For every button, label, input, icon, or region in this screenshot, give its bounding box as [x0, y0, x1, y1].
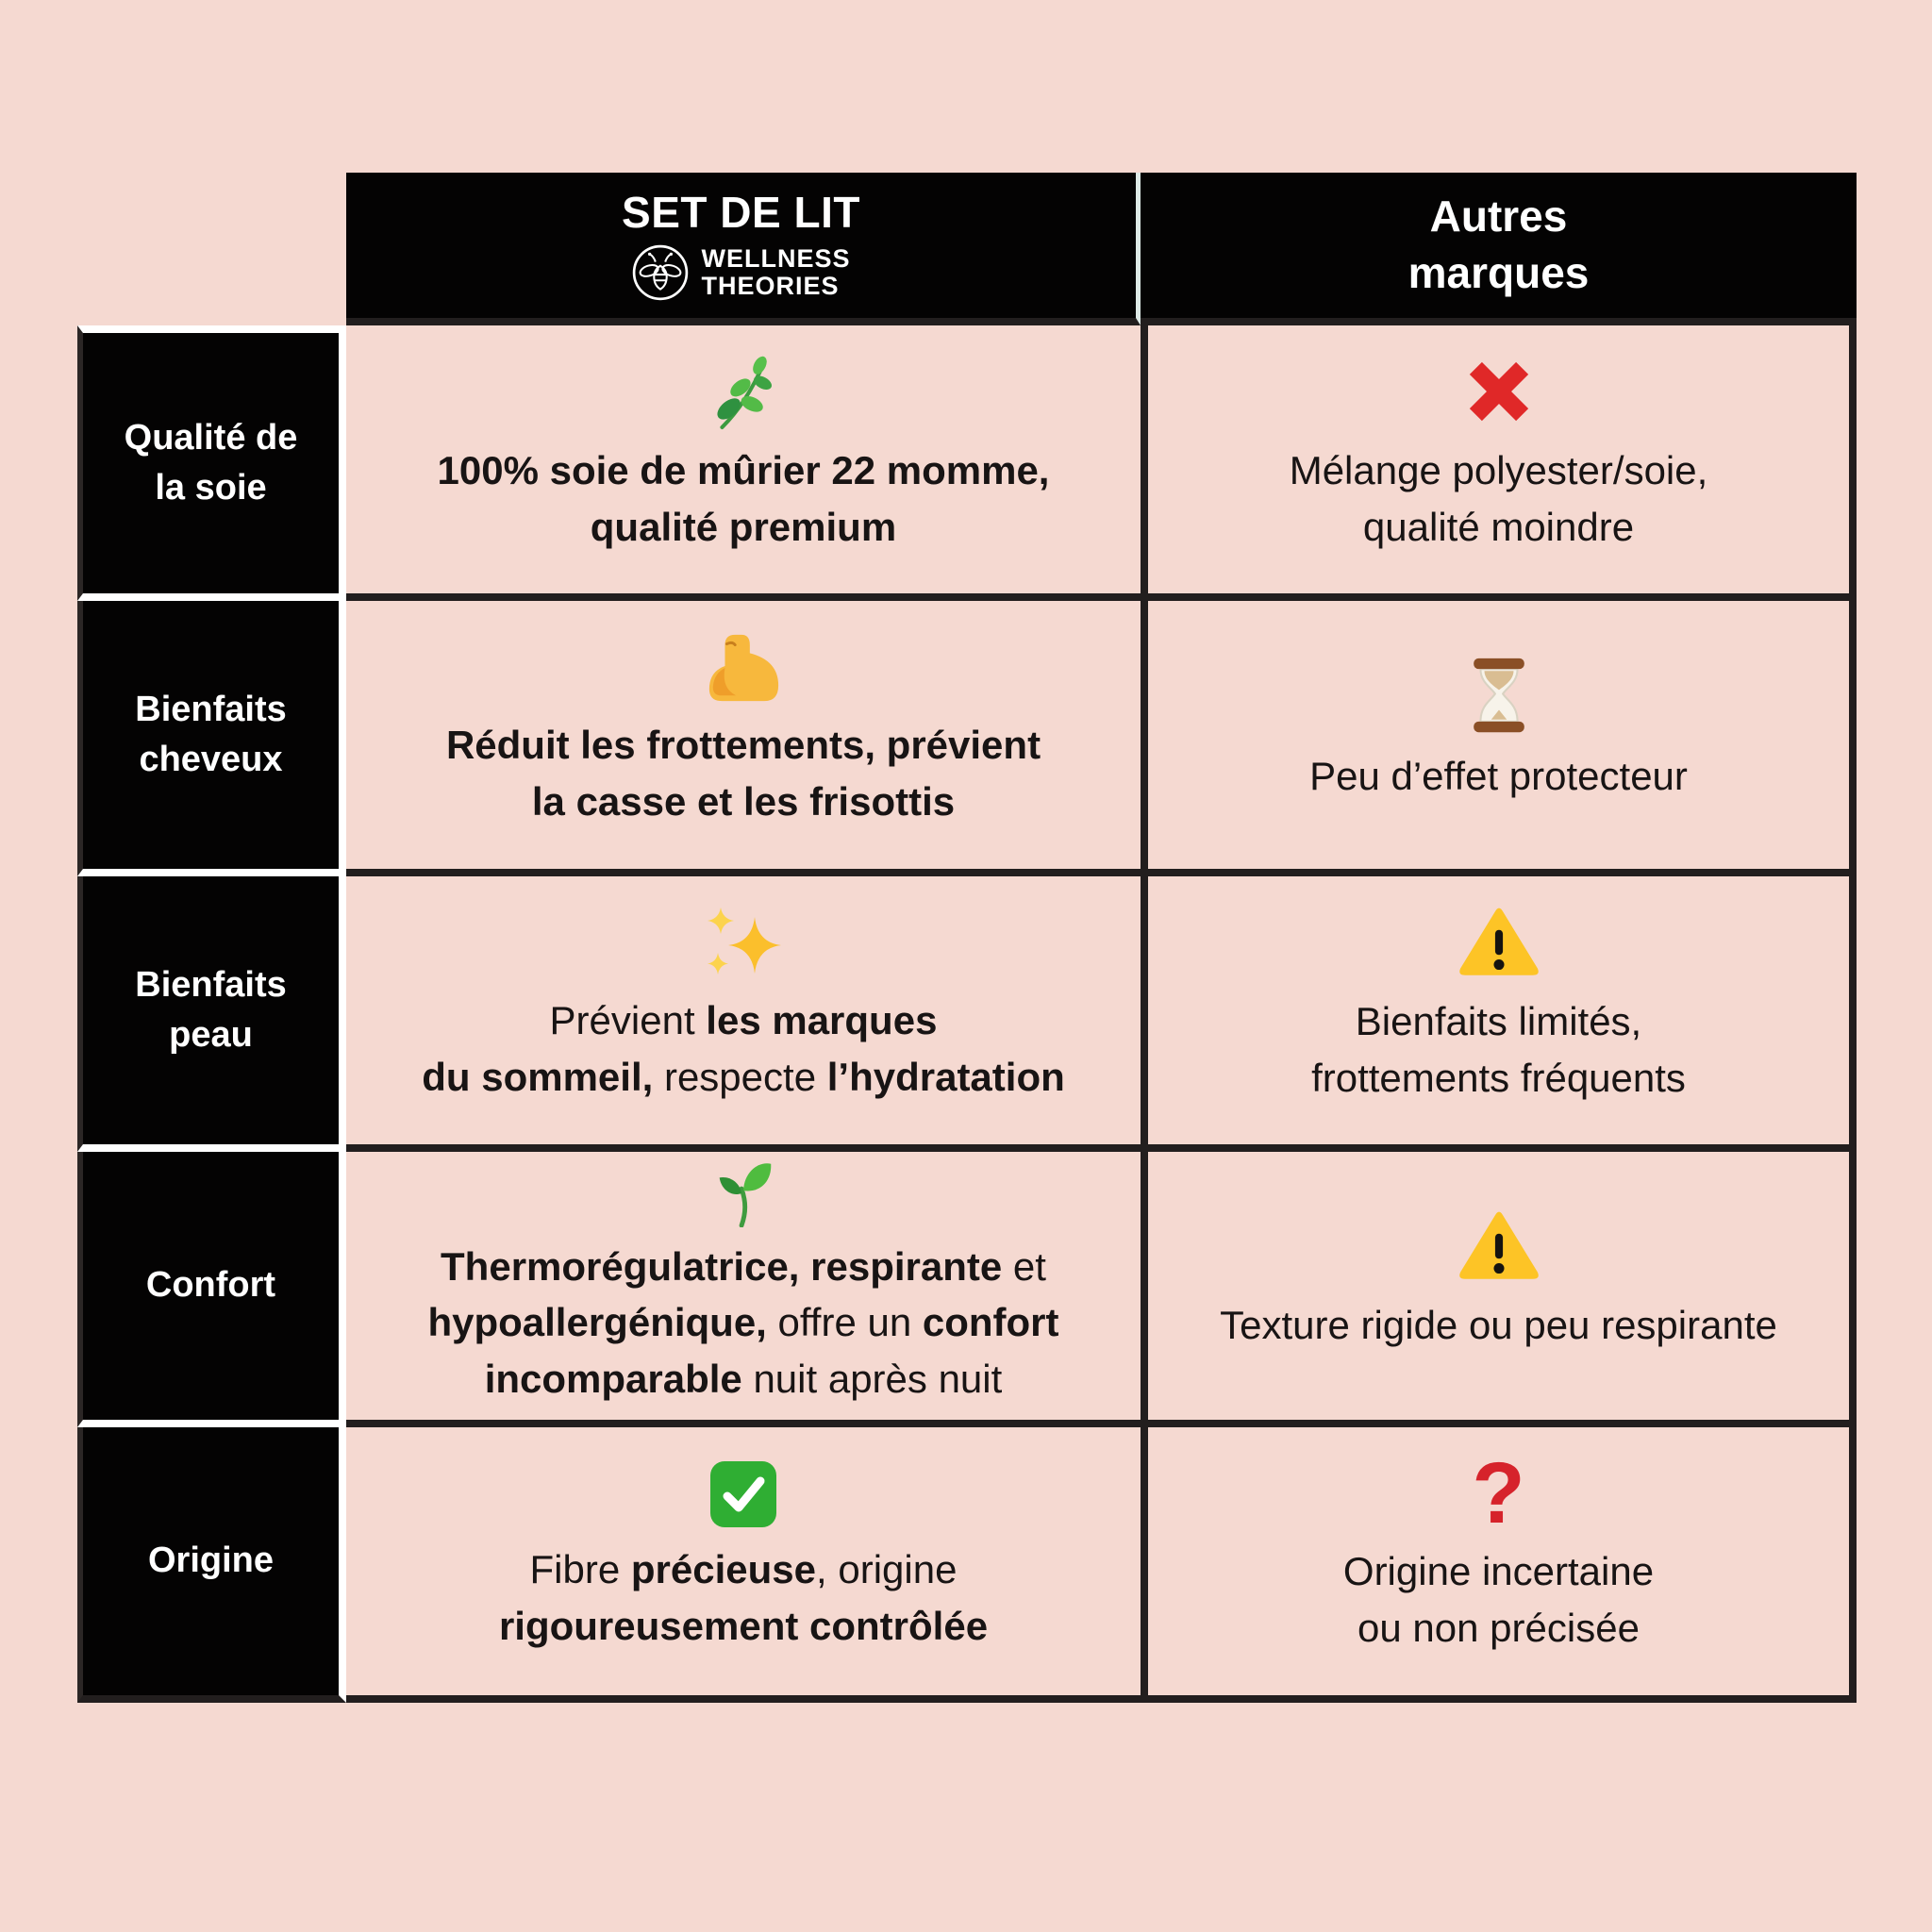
check-mark-button-icon: [708, 1458, 779, 1530]
warning-icon: [1457, 905, 1541, 980]
brand-value-cell: Réduit les frottements, prévient la cass…: [346, 601, 1141, 876]
herb-icon: [707, 354, 780, 431]
other-value-cell: Mélange polyester/soie, qualité moindre: [1141, 325, 1857, 601]
flexed-biceps-icon: [705, 630, 782, 706]
seedling-icon: [712, 1156, 774, 1227]
brand-name: WELLNESS THEORIES: [701, 244, 851, 301]
table-row-qualite-soie: Qualité de la soie 100% soie de mûrier 2…: [77, 325, 1857, 601]
other-value-text: Mélange polyester/soie, qualité moindre: [1289, 448, 1708, 549]
brand-logo: WELLNESS THEORIES: [631, 243, 850, 302]
brand-name-line2: THEORIES: [701, 272, 840, 301]
warning-icon: [1457, 1208, 1541, 1284]
header-spacer: [77, 173, 346, 325]
sparkles-icon: [703, 906, 784, 981]
brand-name-line1: WELLNESS: [701, 244, 851, 274]
other-header-cell: Autres marques: [1141, 173, 1857, 325]
other-value-cell: Bienfaits limités, frottements fréquents: [1141, 876, 1857, 1152]
other-value-cell: Texture rigide ou peu respirante: [1141, 1152, 1857, 1427]
brand-value-cell: Fibre précieuse, origine rigoureusement …: [346, 1427, 1141, 1703]
row-label-cell: Bienfaits cheveux: [77, 601, 346, 876]
table-row-bienfaits-peau: Bienfaits peau Prévient les marques du s…: [77, 876, 1857, 1152]
brand-value-text: Prévient les marques du sommeil, respect…: [422, 998, 1065, 1099]
table-row-confort: Confort Thermorégulatrice, respirante et…: [77, 1152, 1857, 1427]
brand-value-cell: Prévient les marques du sommeil, respect…: [346, 876, 1141, 1152]
red-question-mark-icon: ?: [1472, 1445, 1525, 1542]
row-label-cell: Confort: [77, 1152, 346, 1427]
table-row-bienfaits-cheveux: Bienfaits cheveux Réduit les frottements…: [77, 601, 1857, 876]
other-value-text: Texture rigide ou peu respirante: [1220, 1303, 1777, 1348]
brand-value-text: Thermorégulatrice, respirante et hypoall…: [427, 1243, 1059, 1401]
other-value-text: Origine incertaine ou non précisée: [1342, 1549, 1655, 1651]
row-label-cell: Bienfaits peau: [77, 876, 346, 1152]
comparison-table: SET DE LIT WELLNESS THEORIES: [77, 173, 1857, 1703]
row-label-cell: Origine: [77, 1427, 346, 1703]
other-value-cell: Peu d’effet protecteur: [1141, 601, 1857, 876]
brand-column-title: SET DE LIT: [622, 187, 860, 237]
brand-value-text: 100% soie de mûrier 22 momme, qualité pr…: [437, 448, 1050, 549]
brand-value-text: Fibre précieuse, origine rigoureusement …: [498, 1547, 989, 1648]
brand-value-cell: Thermorégulatrice, respirante et hypoall…: [346, 1152, 1141, 1427]
table-row-origine: Origine Fibre précieuse, origine rigoure…: [77, 1427, 1857, 1703]
brand-value-cell: 100% soie de mûrier 22 momme, qualité pr…: [346, 325, 1141, 601]
other-value-cell: ? Origine incertaine ou non précisée: [1141, 1427, 1857, 1703]
other-value-text: Bienfaits limités, frottements fréquents: [1311, 999, 1686, 1100]
brand-header-cell: SET DE LIT WELLNESS THEORIES: [346, 173, 1141, 325]
bee-logo-icon: [631, 243, 690, 302]
other-column-title: Autres marques: [1407, 192, 1590, 297]
hourglass-icon: [1468, 656, 1530, 735]
brand-value-text: Réduit les frottements, prévient la cass…: [445, 723, 1041, 824]
row-label-cell: Qualité de la soie: [77, 325, 346, 601]
cross-mark-icon: [1461, 354, 1537, 429]
other-value-text: Peu d’effet protecteur: [1309, 754, 1688, 799]
header-row: SET DE LIT WELLNESS THEORIES: [77, 173, 1857, 325]
